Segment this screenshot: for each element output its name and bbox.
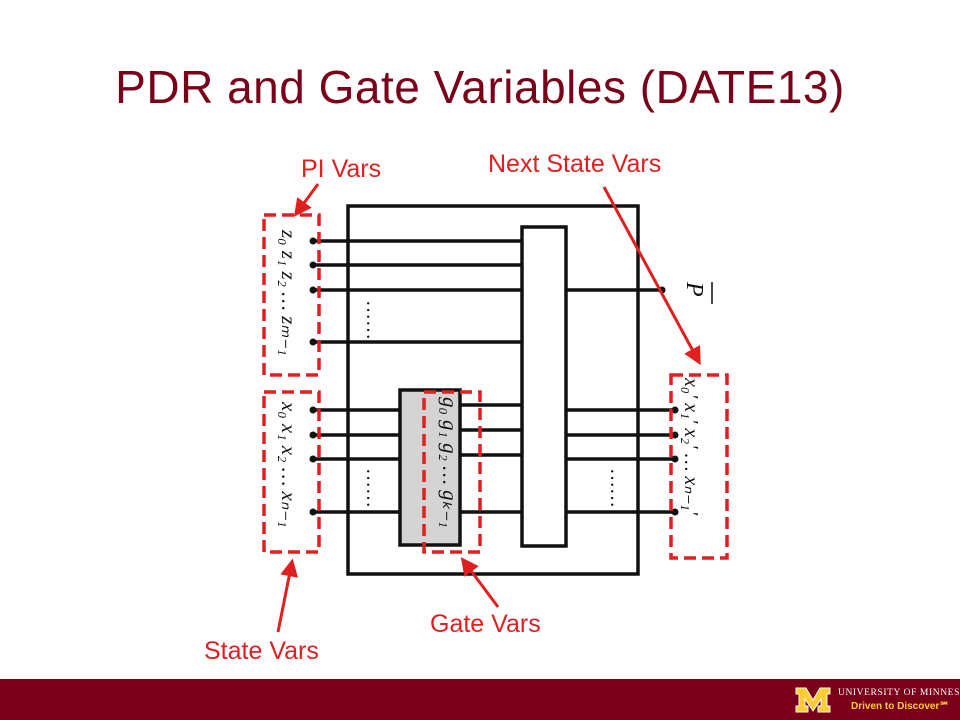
property-output-label: P <box>681 281 707 297</box>
state-input-label: x₀ x₁ x₂ … xₙ₋₁ <box>277 401 301 528</box>
next-state-vars-arrow <box>602 186 701 366</box>
next-state-wires-ellipsis: …… <box>606 468 628 508</box>
slide-title: PDR and Gate Variables (DATE13) <box>115 61 845 113</box>
university-name: UNIVERSITY OF MINNESOTA <box>838 688 960 698</box>
next-state-output-label: x₀′ x₁′ x₂′ … xₙ₋₁′ <box>680 377 702 516</box>
pi-vars-box <box>262 213 321 377</box>
university-tagline: Driven to Discover℠ <box>851 701 950 712</box>
state-vars-box <box>262 390 321 554</box>
next-state-output-wires <box>566 408 675 514</box>
pi-vars-arrow <box>293 183 320 217</box>
university-m-logo <box>795 687 831 713</box>
gate-vars-box <box>422 390 482 554</box>
gate-block <box>398 388 462 547</box>
next-state-output-pins <box>671 406 679 516</box>
pi-input-label: z₀ z₁ z₂ … zₘ₋₁ <box>277 229 301 356</box>
pi-input-wires <box>313 239 522 344</box>
state-vars-callout: State Vars <box>204 637 319 665</box>
callout-boxes <box>262 213 729 560</box>
state-input-wires <box>313 408 400 514</box>
state-wires-ellipsis: …… <box>362 468 384 508</box>
next-state-vars-box <box>669 373 729 560</box>
pi-vars-callout: PI Vars <box>301 155 382 183</box>
outer-circuit-frame <box>346 204 640 576</box>
next-state-vars-callout: Next State Vars <box>488 150 662 178</box>
transition-logic-block <box>520 225 568 548</box>
gate-vars-callout: Gate Vars <box>430 610 541 638</box>
state-vars-arrow <box>276 558 299 633</box>
pi-wires-ellipsis: …… <box>362 300 384 340</box>
gate-output-wires <box>460 403 522 514</box>
gate-output-label: g₀ g₁ g₂ … gₖ₋₁ <box>438 397 462 528</box>
pi-input-pins <box>309 237 317 346</box>
callout-arrows <box>276 183 701 633</box>
gate-vars-arrow <box>460 557 500 608</box>
state-input-pins <box>309 406 317 516</box>
circuit-diagram: …… …… …… z₀ z₁ z₂ … zₘ₋₁ x₀ x₁ x₂ … xₙ₋₁… <box>262 183 729 633</box>
